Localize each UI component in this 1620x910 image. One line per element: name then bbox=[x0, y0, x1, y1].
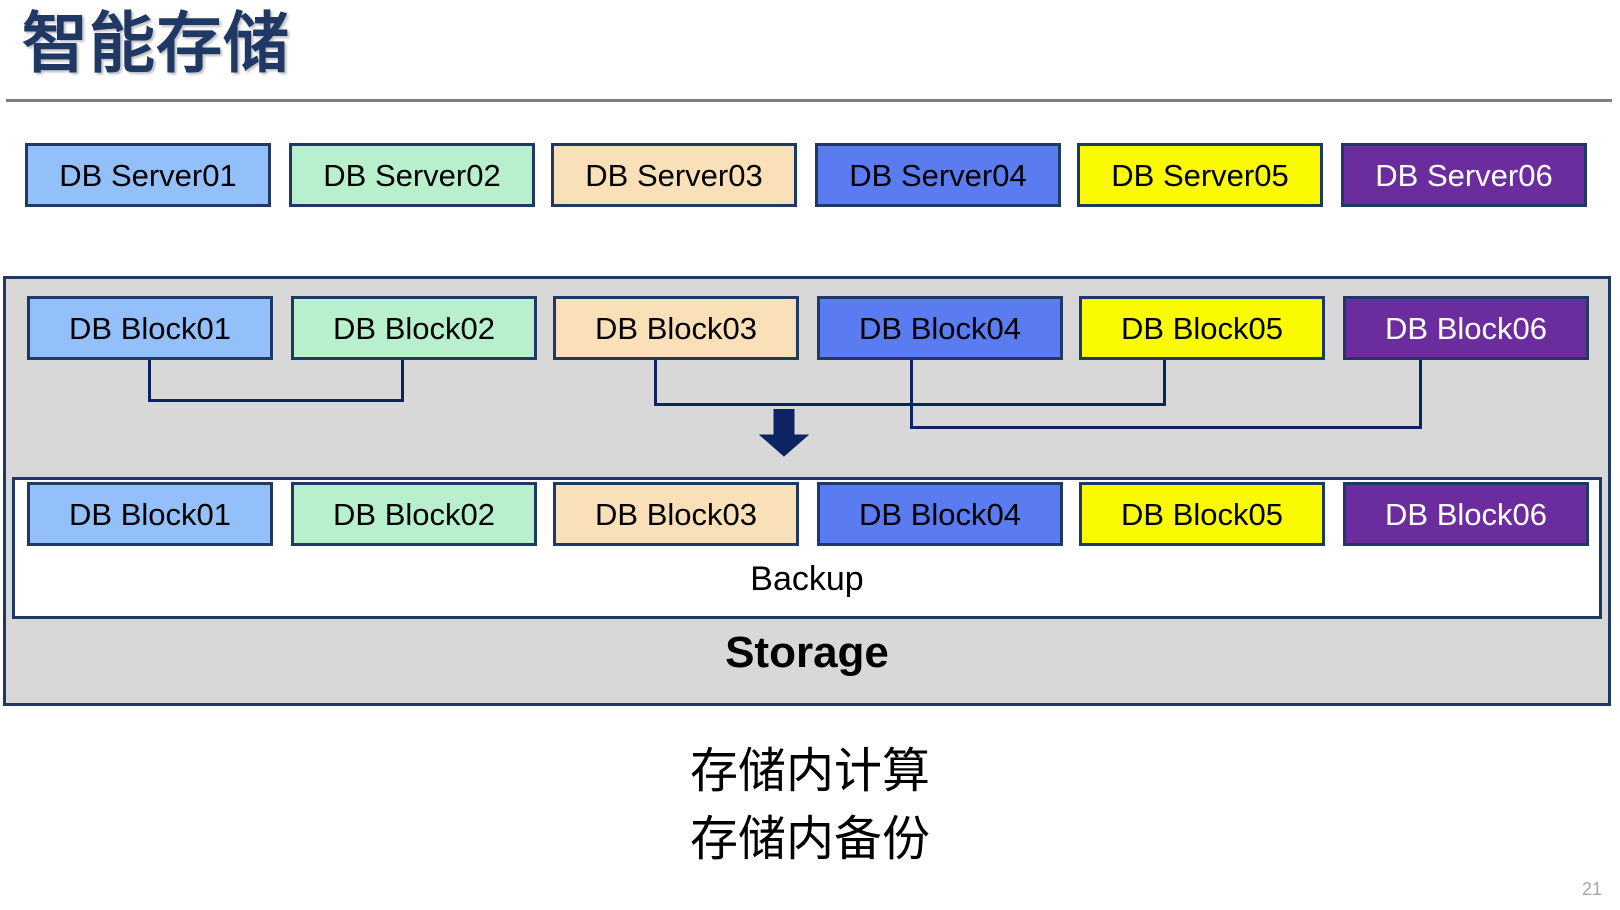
db-block-top-box-6[interactable]: DB Block06 bbox=[1343, 296, 1589, 360]
caption-line-1: 存储内计算 bbox=[689, 745, 930, 798]
db-block-bottom-box-1[interactable]: DB Block01 bbox=[27, 482, 273, 546]
caption-line-2: 存储内备份 bbox=[689, 813, 930, 867]
db-block-bottom-box-4[interactable]: DB Block04 bbox=[817, 482, 1063, 546]
caption-text: 存储内计算存储内备份 bbox=[0, 738, 1620, 874]
db-block-bottom-box-3[interactable]: DB Block03 bbox=[553, 482, 799, 546]
down-arrow-icon bbox=[758, 408, 810, 457]
db-server-box-2[interactable]: DB Server02 bbox=[289, 143, 535, 207]
db-server-box-5-label: DB Server05 bbox=[1111, 157, 1289, 193]
db-block-top-box-5-label: DB Block05 bbox=[1121, 310, 1283, 346]
db-server-box-3[interactable]: DB Server03 bbox=[551, 143, 797, 207]
db-block-top-box-1[interactable]: DB Block01 bbox=[27, 296, 273, 360]
db-block-top-box-2[interactable]: DB Block02 bbox=[291, 296, 537, 360]
db-block-top-box-1-label: DB Block01 bbox=[69, 310, 231, 346]
db-block-top-box-5[interactable]: DB Block05 bbox=[1079, 296, 1325, 360]
db-block-top-box-6-label: DB Block06 bbox=[1385, 310, 1547, 346]
bracket-block01-block02 bbox=[148, 360, 404, 402]
db-block-top-box-4[interactable]: DB Block04 bbox=[817, 296, 1063, 360]
backup-label: Backup bbox=[750, 560, 864, 598]
page-number: 21 bbox=[1581, 879, 1602, 899]
title-divider bbox=[6, 99, 1612, 102]
db-block-bottom-box-2[interactable]: DB Block02 bbox=[291, 482, 537, 546]
db-server-box-3-label: DB Server03 bbox=[585, 157, 763, 193]
db-block-bottom-box-4-label: DB Block04 bbox=[859, 496, 1021, 532]
db-server-box-6-label: DB Server06 bbox=[1375, 157, 1553, 193]
db-block-top-box-4-label: DB Block04 bbox=[859, 310, 1021, 346]
db-block-bottom-box-6[interactable]: DB Block06 bbox=[1343, 482, 1589, 546]
db-server-box-4-label: DB Server04 bbox=[849, 157, 1027, 193]
db-server-box-1-label: DB Server01 bbox=[59, 157, 237, 193]
db-server-box-1[interactable]: DB Server01 bbox=[25, 143, 271, 207]
db-block-top-box-3-label: DB Block03 bbox=[595, 310, 757, 346]
bracket-block04-block06 bbox=[910, 360, 1422, 429]
db-block-bottom-box-6-label: DB Block06 bbox=[1385, 496, 1547, 532]
db-block-bottom-box-2-label: DB Block02 bbox=[333, 496, 495, 532]
storage-label: Storage bbox=[725, 628, 889, 677]
db-block-bottom-box-5-label: DB Block05 bbox=[1121, 496, 1283, 532]
db-server-box-5[interactable]: DB Server05 bbox=[1077, 143, 1323, 207]
db-block-top-box-2-label: DB Block02 bbox=[333, 310, 495, 346]
db-block-bottom-box-5[interactable]: DB Block05 bbox=[1079, 482, 1325, 546]
db-block-bottom-box-3-label: DB Block03 bbox=[595, 496, 757, 532]
db-server-box-6[interactable]: DB Server06 bbox=[1341, 143, 1587, 207]
page-title: 智能存储 bbox=[22, 6, 290, 80]
db-server-box-4[interactable]: DB Server04 bbox=[815, 143, 1061, 207]
db-block-bottom-box-1-label: DB Block01 bbox=[69, 496, 231, 532]
db-block-top-box-3[interactable]: DB Block03 bbox=[553, 296, 799, 360]
backup-container bbox=[12, 477, 1602, 619]
db-server-box-2-label: DB Server02 bbox=[323, 157, 501, 193]
